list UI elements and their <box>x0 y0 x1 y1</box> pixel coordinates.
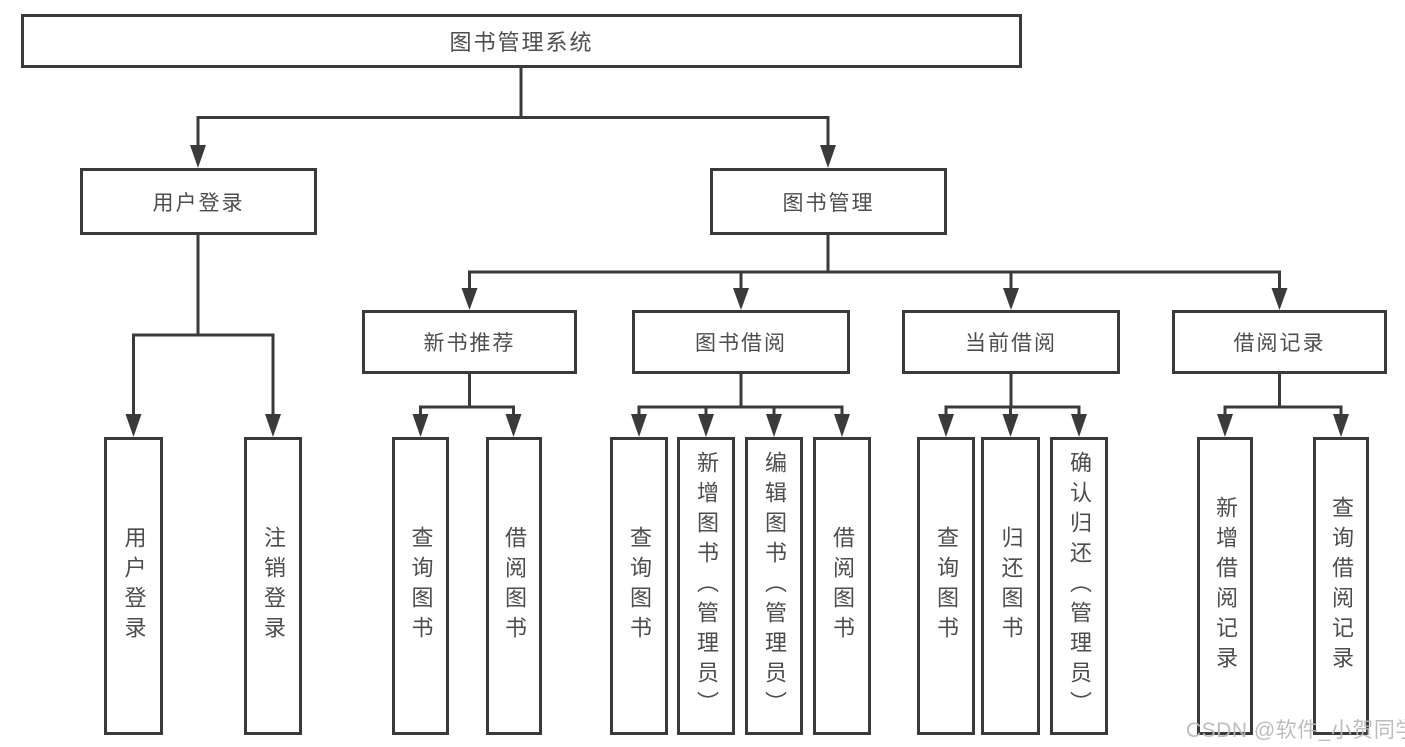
leaf-logout: 注销登录 <box>244 437 302 735</box>
csdn-watermark: CSDN @软件_小贺同学 <box>1186 719 1405 742</box>
node-book-borrowing: 图书借阅 <box>632 310 850 374</box>
node-label: 图书管理系统 <box>449 30 594 55</box>
leaf-query-books-current: 查询图书 <box>917 437 975 735</box>
node-label: 查询图书 <box>934 526 959 646</box>
node-book-management: 图书管理 <box>710 168 947 235</box>
leaf-borrow-books-recommend: 借阅图书 <box>486 437 542 735</box>
connector-current-borrow-to-leaves <box>938 374 1087 437</box>
node-label: 查询借阅记录 <box>1329 496 1354 676</box>
leaf-query-books-borrowing: 查询图书 <box>610 437 668 735</box>
node-label: 图书管理 <box>782 191 875 215</box>
node-user-login: 用户登录 <box>80 168 317 235</box>
leaf-user-login: 用户登录 <box>104 437 163 735</box>
node-label: 编辑图书（管理员） <box>762 451 787 721</box>
node-label: 归还图书 <box>998 526 1024 646</box>
leaf-add-borrow-record: 新增借阅记录 <box>1197 437 1253 735</box>
leaf-query-books-recommend: 查询图书 <box>392 437 449 735</box>
connector-book-mgmt-to-level3 <box>461 235 1288 310</box>
node-label: 当前借阅 <box>965 332 1057 355</box>
connector-root-to-level2 <box>190 68 836 168</box>
node-label: 图书借阅 <box>695 332 787 355</box>
node-label: 查询图书 <box>408 526 434 646</box>
connector-book-borrow-to-leaves <box>631 374 850 437</box>
node-label: 查询图书 <box>627 526 652 646</box>
leaf-return-books: 归还图书 <box>981 437 1040 735</box>
leaf-borrow-books-borrowing: 借阅图书 <box>813 437 871 735</box>
node-new-book-recommend: 新书推荐 <box>362 310 577 374</box>
leaf-add-books-admin: 新增图书（管理员） <box>677 437 735 735</box>
connector-borrow-records-to-leaves <box>1217 374 1349 437</box>
node-label: 借阅图书 <box>830 526 855 646</box>
node-label: 借阅记录 <box>1233 332 1326 355</box>
node-label: 借阅图书 <box>502 526 527 646</box>
node-label: 用户登录 <box>121 526 147 646</box>
node-borrowing-records: 借阅记录 <box>1172 310 1387 374</box>
node-label: 确认归还（管理员） <box>1067 451 1092 721</box>
leaf-confirm-return-admin: 确认归还（管理员） <box>1050 437 1108 735</box>
leaf-query-borrow-record: 查询借阅记录 <box>1313 437 1369 735</box>
node-library-management-system: 图书管理系统 <box>21 14 1022 68</box>
node-label: 用户登录 <box>152 191 245 215</box>
leaf-edit-books-admin: 编辑图书（管理员） <box>745 437 803 735</box>
node-label: 新增图书（管理员） <box>694 451 719 721</box>
node-label: 新增借阅记录 <box>1213 496 1238 676</box>
node-label: 新书推荐 <box>423 332 516 355</box>
node-current-borrowing: 当前借阅 <box>902 310 1120 374</box>
connector-user-login-to-leaves <box>125 235 281 437</box>
node-label: 注销登录 <box>261 526 286 646</box>
connector-new-book-to-leaves <box>412 374 522 437</box>
